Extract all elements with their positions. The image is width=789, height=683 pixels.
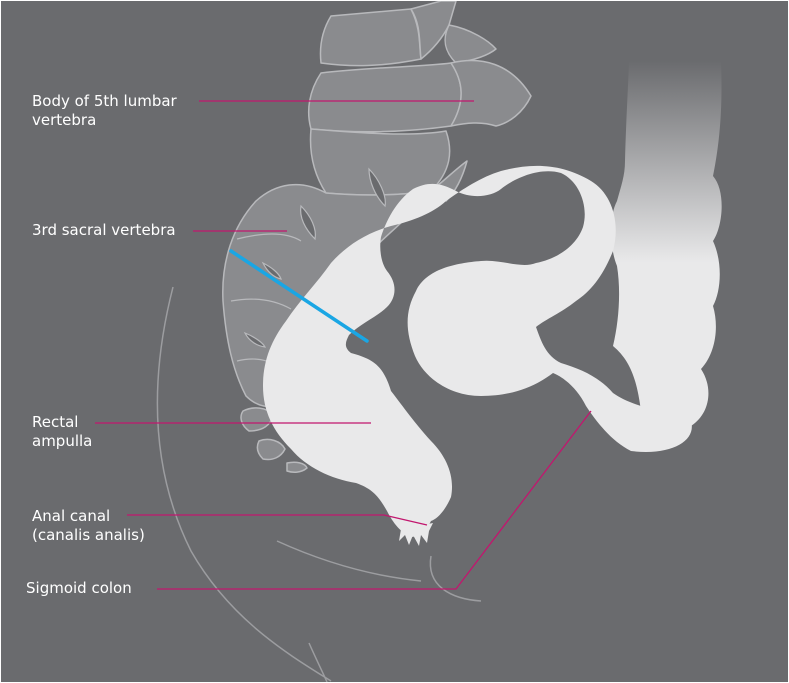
lumbar-vertebra-5 [309, 63, 461, 132]
label-sacral: 3rd sacral vertebra [32, 221, 176, 240]
label-sacral-line1: 3rd sacral vertebra [32, 221, 176, 240]
label-lumbar-line1: Body of 5th lumbar [32, 92, 177, 111]
label-sigmoid-line1: Sigmoid colon [26, 579, 132, 598]
label-lumbar: Body of 5th lumbar vertebra [32, 92, 177, 130]
coccyx-3 [287, 462, 307, 472]
label-lumbar-line2: vertebra [32, 111, 177, 130]
label-anal-line1: Anal canal [32, 507, 145, 526]
lumbar-vertebra-upper [320, 9, 421, 66]
label-ampulla-line2: ampulla [32, 432, 92, 451]
label-sigmoid: Sigmoid colon [26, 579, 132, 598]
label-anal-line2: (canalis analis) [32, 526, 145, 545]
label-anal: Anal canal (canalis analis) [32, 507, 145, 545]
label-ampulla: Rectal ampulla [32, 413, 92, 451]
label-ampulla-line1: Rectal [32, 413, 92, 432]
